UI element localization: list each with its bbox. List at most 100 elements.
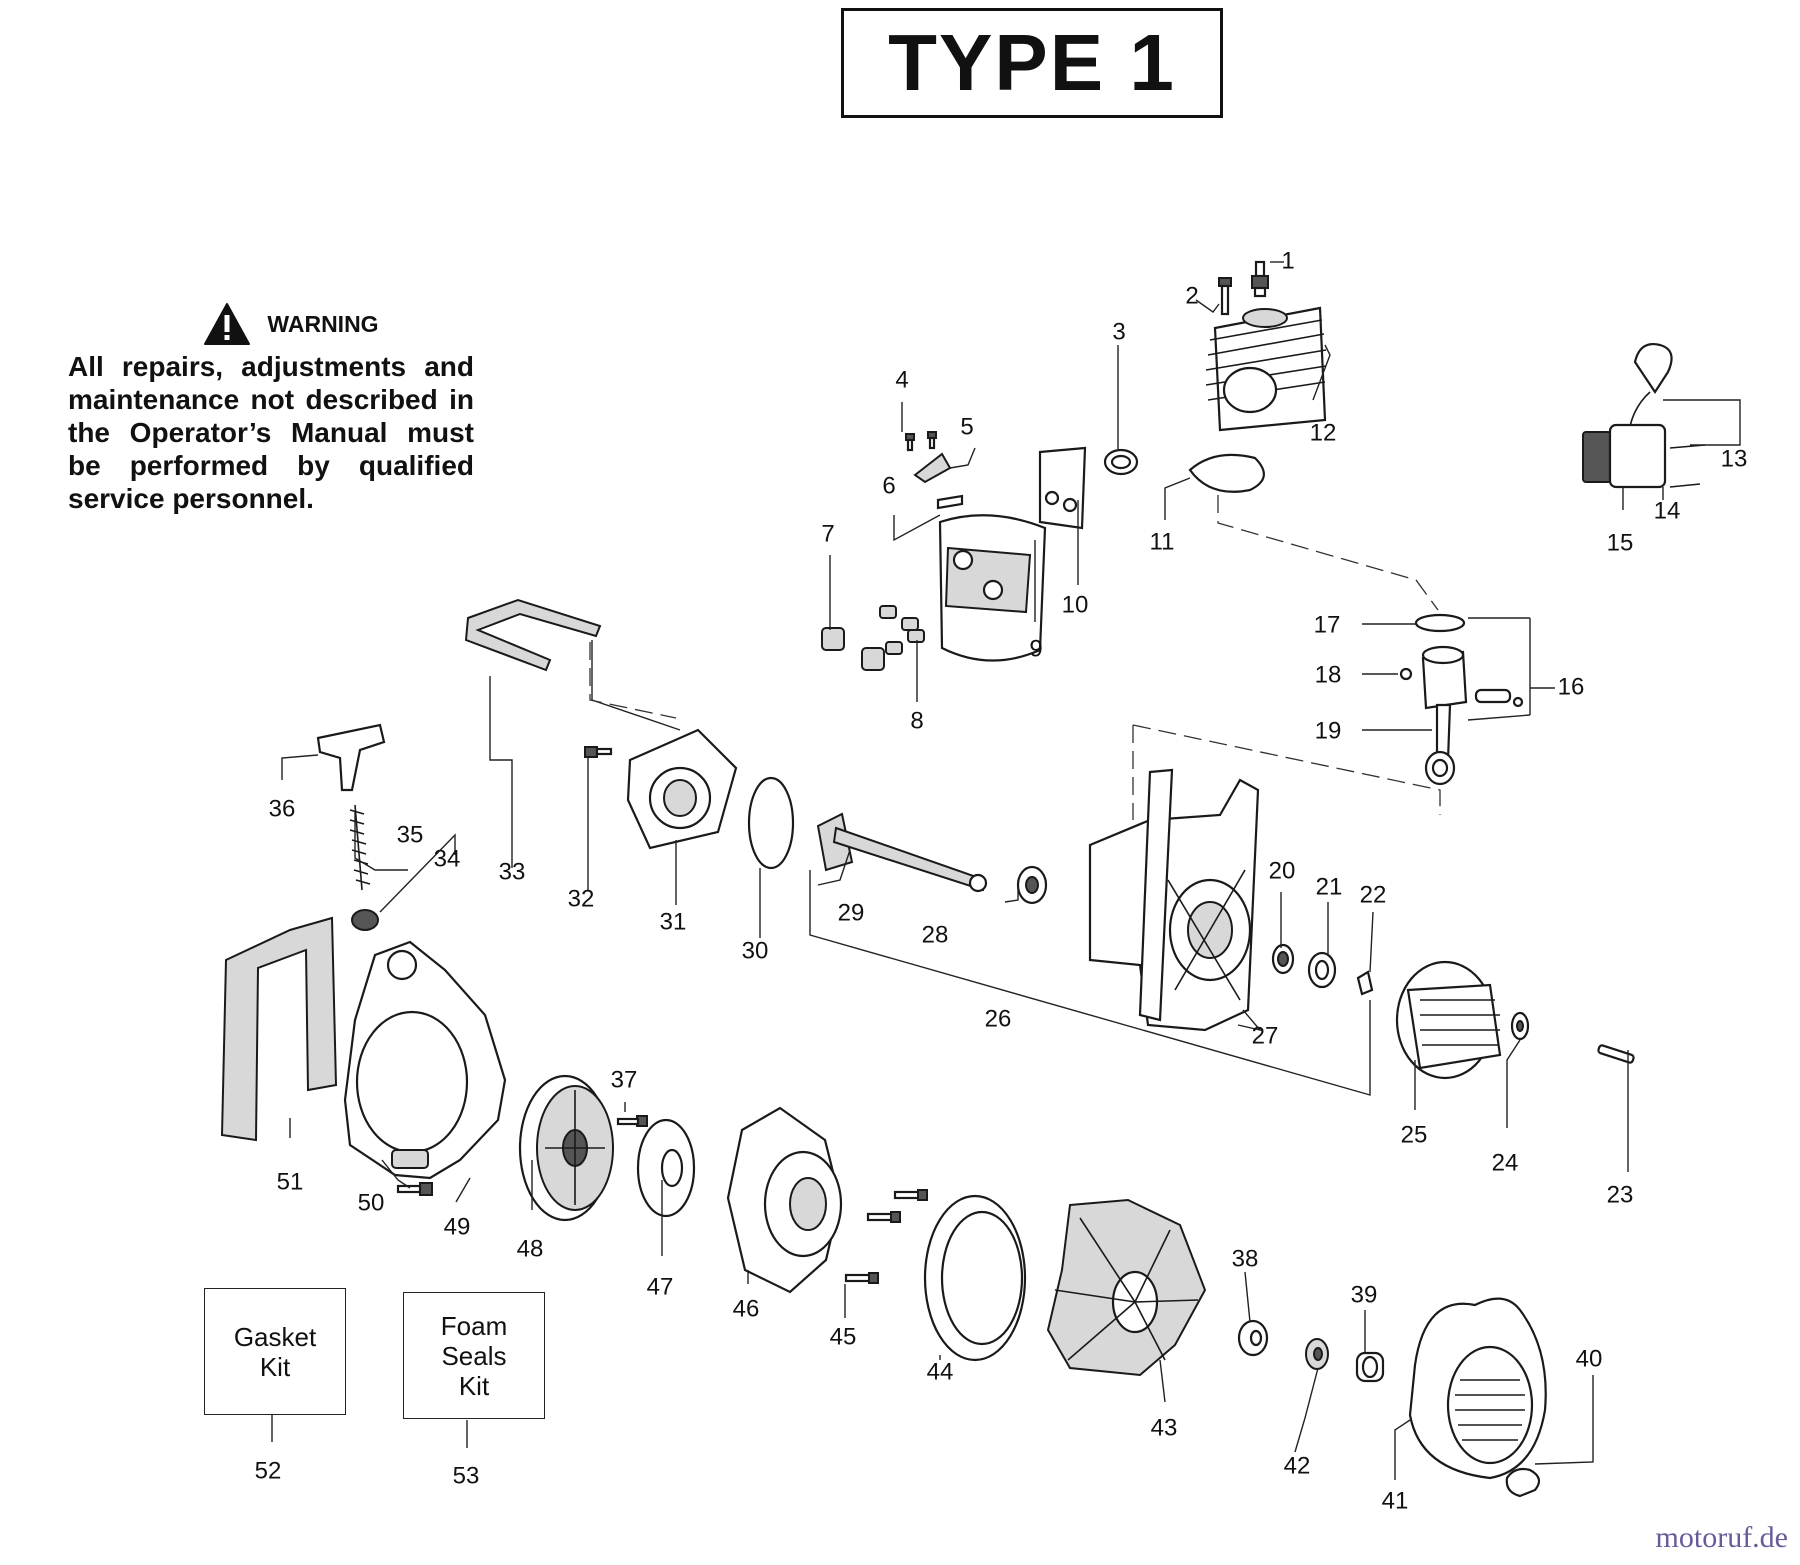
muffler-small-parts xyxy=(905,431,964,510)
bearing-housing-part xyxy=(626,728,738,850)
bearings-part xyxy=(1271,943,1374,996)
watermark: motoruf.de xyxy=(1656,1521,1788,1555)
intake-boot-part xyxy=(1103,448,1139,476)
gasket-kit-label: Gasket Kit xyxy=(233,1321,317,1382)
callout-14: 14 xyxy=(1654,497,1681,524)
muffler-bolts-part xyxy=(821,605,925,671)
callout-53: 53 xyxy=(453,1462,480,1489)
gasket-kit-box: Gasket Kit xyxy=(204,1288,346,1415)
o-ring-part xyxy=(747,776,795,870)
warning-text: All repairs, adjustments and maintenance… xyxy=(68,351,474,514)
callout-37: 37 xyxy=(611,1066,638,1093)
callout-32: 32 xyxy=(568,885,595,912)
callout-41: 41 xyxy=(1382,1487,1409,1514)
callout-8: 8 xyxy=(910,707,923,734)
callout-39: 39 xyxy=(1351,1281,1378,1308)
cylinder-screw-part xyxy=(1218,277,1232,316)
starter-washer-part xyxy=(616,1115,696,1218)
callout-5: 5 xyxy=(960,413,973,440)
impeller-fan-part xyxy=(1046,1198,1207,1377)
muffler-part xyxy=(938,514,1047,662)
starter-pulley-part xyxy=(518,1074,614,1222)
callout-13: 13 xyxy=(1721,445,1748,472)
housing-screw-50-part xyxy=(396,1182,433,1196)
callout-38: 38 xyxy=(1232,1245,1259,1272)
callout-34: 34 xyxy=(434,845,461,872)
warning-header: WARNING xyxy=(108,302,474,346)
callout-20: 20 xyxy=(1269,857,1296,884)
fan-cover-part xyxy=(1408,1297,1547,1480)
flywheel-part xyxy=(1395,960,1502,1080)
callout-9: 9 xyxy=(1029,635,1042,662)
callout-33: 33 xyxy=(499,858,526,885)
foam-seals-kit-box: Foam Seals Kit xyxy=(403,1292,545,1419)
callout-17: 17 xyxy=(1314,611,1341,638)
crankcase-part xyxy=(1088,768,1260,1032)
callout-44: 44 xyxy=(927,1358,954,1385)
warning-block: WARNING All repairs, adjustments and mai… xyxy=(68,302,474,515)
callout-21: 21 xyxy=(1316,873,1343,900)
callout-26: 26 xyxy=(985,1005,1012,1032)
callout-36: 36 xyxy=(269,795,296,822)
callout-50: 50 xyxy=(358,1189,385,1216)
callout-16: 16 xyxy=(1558,673,1585,700)
leader-lines xyxy=(271,261,1741,1480)
callout-22: 22 xyxy=(1360,881,1387,908)
callout-3: 3 xyxy=(1112,318,1125,345)
title-box: TYPE 1 xyxy=(841,8,1223,118)
crankshaft-part xyxy=(816,812,1048,905)
ignition-module-part xyxy=(1582,343,1706,489)
fan-ring-part xyxy=(923,1194,1027,1362)
callout-7: 7 xyxy=(821,520,834,547)
callout-47: 47 xyxy=(647,1273,674,1300)
foam-handle-part xyxy=(220,916,338,1142)
assembly-dashed-lines xyxy=(589,495,1441,820)
callout-46: 46 xyxy=(733,1295,760,1322)
blower-housing-part xyxy=(343,940,507,1180)
housing-screw-part xyxy=(584,746,613,758)
callout-51: 51 xyxy=(277,1168,304,1195)
callout-11: 11 xyxy=(1150,528,1175,555)
warning-title: WARNING xyxy=(267,310,379,337)
spark-plug-part xyxy=(1251,260,1269,298)
callout-30: 30 xyxy=(742,937,769,964)
callout-2: 2 xyxy=(1185,282,1198,309)
callout-31: 31 xyxy=(660,908,687,935)
callout-48: 48 xyxy=(517,1235,544,1262)
foam-seal-part xyxy=(464,598,602,672)
callout-15: 15 xyxy=(1607,529,1634,556)
throttle-handle-part xyxy=(316,723,386,931)
callout-6: 6 xyxy=(882,472,895,499)
callout-52: 52 xyxy=(255,1457,282,1484)
callout-24: 24 xyxy=(1492,1149,1519,1176)
watermark-text: motoruf.de xyxy=(1655,1521,1788,1554)
pin-part xyxy=(1597,1044,1635,1064)
callout-23: 23 xyxy=(1607,1181,1634,1208)
callout-42: 42 xyxy=(1284,1452,1311,1479)
callout-4: 4 xyxy=(895,366,908,393)
callout-1: 1 xyxy=(1281,247,1294,274)
callout-40: 40 xyxy=(1576,1345,1603,1372)
warning-triangle-icon xyxy=(204,303,251,345)
piston-assembly-part xyxy=(1399,613,1524,786)
callout-45: 45 xyxy=(830,1323,857,1350)
callout-10: 10 xyxy=(1062,591,1089,618)
callout-18: 18 xyxy=(1315,661,1342,688)
callout-12: 12 xyxy=(1310,419,1337,446)
callout-25: 25 xyxy=(1401,1121,1428,1148)
heat-shield-part xyxy=(1038,446,1087,530)
cylinder-part xyxy=(1205,306,1327,432)
foam-seals-kit-label: Foam Seals Kit xyxy=(440,1310,508,1401)
starter-housing-part xyxy=(726,1106,843,1294)
flywheel-washer-part xyxy=(1510,1011,1530,1041)
diagram-title: TYPE 1 xyxy=(888,18,1176,107)
callout-28: 28 xyxy=(922,921,949,948)
callout-19: 19 xyxy=(1315,717,1342,744)
callout-29: 29 xyxy=(838,899,865,926)
callout-27: 27 xyxy=(1252,1022,1279,1049)
callout-35: 35 xyxy=(397,821,424,848)
part-illustrations xyxy=(220,260,1706,1498)
callout-43: 43 xyxy=(1151,1414,1178,1441)
